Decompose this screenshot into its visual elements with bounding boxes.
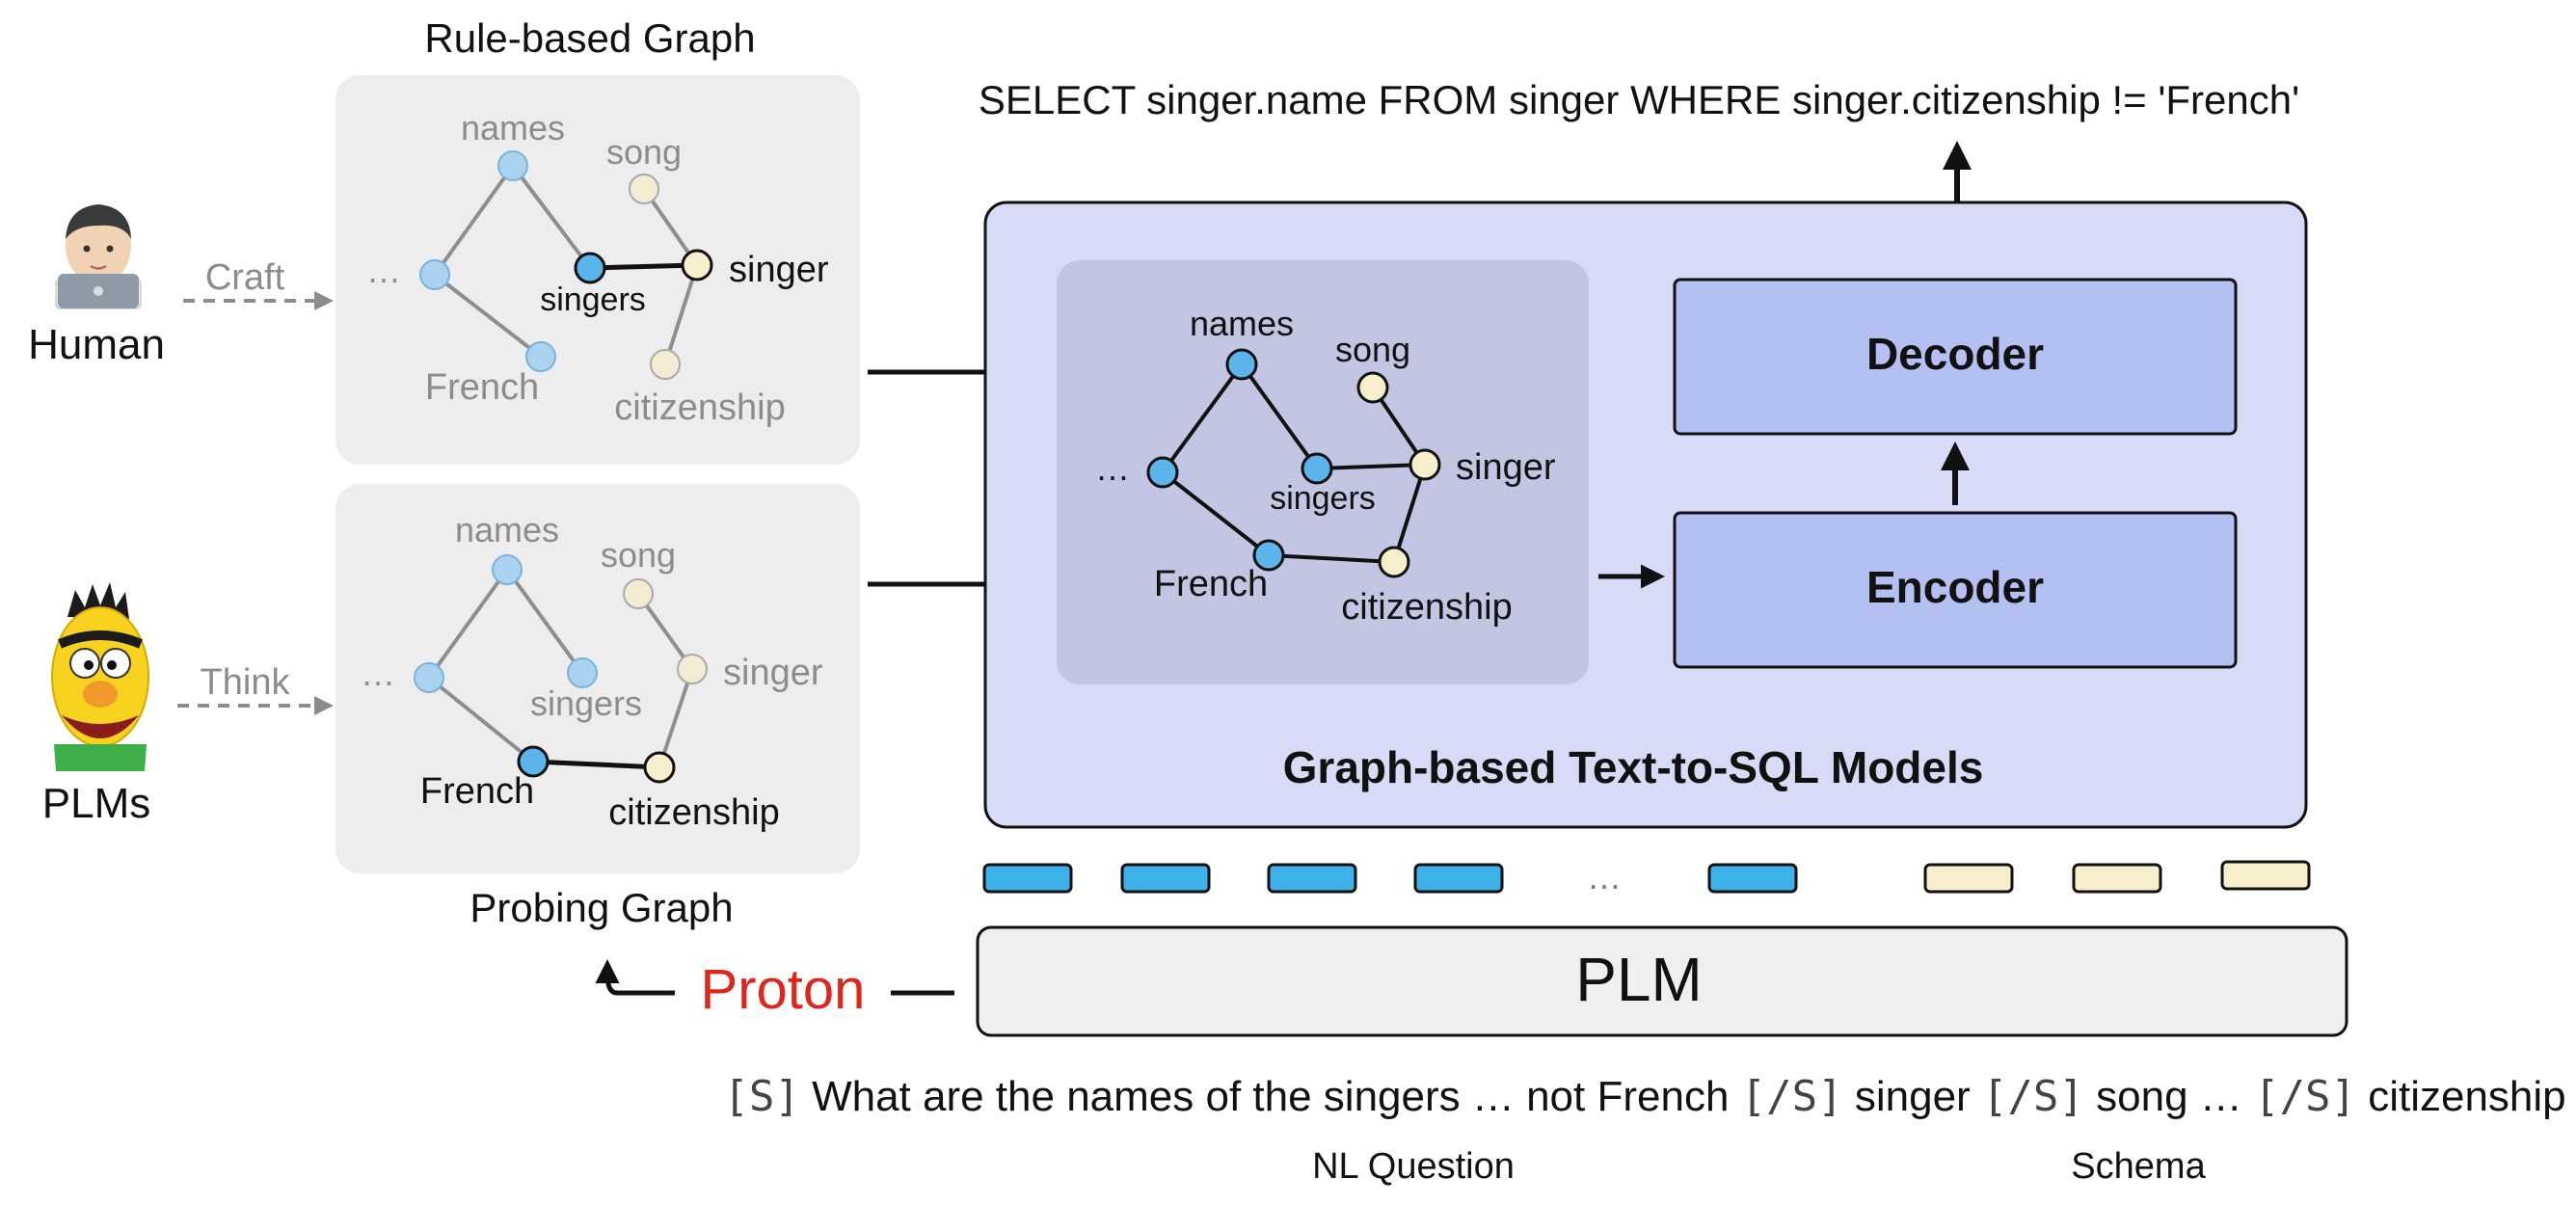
think-label: Think: [201, 662, 291, 703]
plm-label: PLM: [1575, 945, 1703, 1014]
rule-label-song: song: [606, 132, 682, 172]
probe-label-singers: singers: [530, 683, 642, 723]
node-singers: [574, 252, 606, 284]
input-sequence: [S] What are the names of the singers … …: [723, 1072, 2565, 1121]
probe-label-ellipsis: …: [361, 654, 395, 693]
node-song: [623, 578, 654, 609]
probe-label-names: names: [455, 510, 559, 549]
proton-label: Proton: [701, 958, 866, 1021]
model-label-ellipsis: …: [1095, 448, 1130, 488]
node-french: [1252, 539, 1285, 572]
schema-label: Schema: [2071, 1146, 2206, 1187]
schema-token: [2072, 863, 2162, 894]
schema-item: citizenship: [2368, 1073, 2565, 1120]
question-token: [982, 863, 1073, 894]
schema-item: song …: [2096, 1073, 2242, 1120]
sep-token: [S]: [723, 1072, 799, 1121]
node-singer: [681, 249, 713, 281]
schema-item: singer: [1855, 1073, 1971, 1120]
model-label-singer: singer: [1456, 447, 1556, 488]
rule-label-singers: singers: [540, 281, 646, 318]
schema-tokens: [1923, 860, 2311, 894]
probing-graph-title: Probing Graph: [470, 885, 733, 930]
nl-question-label: NL Question: [1312, 1146, 1515, 1187]
rule-based-graph-title: Rule-based Graph: [424, 15, 755, 61]
model-label-names: names: [1190, 304, 1294, 343]
encoder-label: Encoder: [1866, 562, 2044, 612]
node-song: [629, 174, 659, 204]
model-label-french: French: [1154, 564, 1268, 604]
model-label-singers: singers: [1270, 480, 1376, 517]
sql-output: SELECT singer.name FROM singer WHERE sin…: [979, 77, 2299, 122]
node-citizenship: [643, 751, 676, 784]
node-song: [1356, 371, 1389, 404]
model-label-citizenship: citizenship: [1341, 587, 1512, 628]
token-ellipsis: …: [1587, 857, 1622, 897]
question-token: [1413, 863, 1504, 894]
question-token: [1120, 863, 1211, 894]
node-names: [492, 554, 523, 585]
node-french: [517, 745, 550, 778]
person-with-laptop-icon: [55, 204, 142, 309]
model-inner-graph: [1146, 348, 1441, 578]
node-citizenship: [650, 349, 681, 380]
decoder-block: [1673, 278, 2238, 436]
encoder-block: [1673, 511, 2238, 669]
proton-to-probing-arrow: [595, 959, 675, 996]
node-names: [497, 150, 528, 181]
node-french: [525, 341, 556, 372]
sep-token: [/S]: [2254, 1072, 2356, 1121]
plm-block: [976, 925, 2348, 1037]
question-token: [1267, 863, 1357, 894]
node-ellipsis: [414, 662, 444, 693]
rule-label-names: names: [461, 108, 565, 147]
rule-based-graph: [419, 150, 713, 380]
node-singers: [567, 657, 598, 688]
decoder-label: Decoder: [1866, 329, 2044, 379]
model-title: Graph-based Text-to-SQL Models: [1283, 742, 1984, 792]
question-token: [1707, 863, 1798, 894]
craft-label: Craft: [205, 257, 285, 298]
probe-label-singer: singer: [723, 653, 823, 693]
node-names: [1225, 348, 1258, 381]
node-singer: [1409, 448, 1441, 481]
sep-token: [/S]: [1982, 1072, 2084, 1121]
probe-label-citizenship: citizenship: [608, 792, 779, 833]
schema-token: [1923, 863, 2014, 894]
rule-label-ellipsis: …: [366, 251, 401, 290]
rule-label-singer: singer: [729, 250, 829, 290]
sep-token: [/S]: [1741, 1072, 1843, 1121]
probe-label-french: French: [420, 771, 534, 812]
node-ellipsis: [419, 259, 450, 290]
human-label: Human: [28, 321, 165, 368]
model-label-song: song: [1335, 330, 1410, 369]
rule-label-french: French: [425, 367, 539, 408]
probe-label-song: song: [601, 535, 676, 575]
schema-token: [2220, 860, 2311, 891]
probing-graph-panel: [335, 484, 860, 873]
node-singers: [1301, 452, 1333, 485]
probing-graph: [414, 554, 708, 784]
question-tokens: [982, 863, 1798, 894]
rule-label-citizenship: citizenship: [614, 388, 785, 428]
bert-muppet-icon: [51, 582, 149, 771]
plms-label: PLMs: [42, 780, 150, 827]
question-text: What are the names of the singers … not …: [812, 1073, 1729, 1120]
node-singer: [677, 654, 708, 684]
node-citizenship: [1378, 546, 1410, 578]
node-ellipsis: [1146, 456, 1179, 489]
